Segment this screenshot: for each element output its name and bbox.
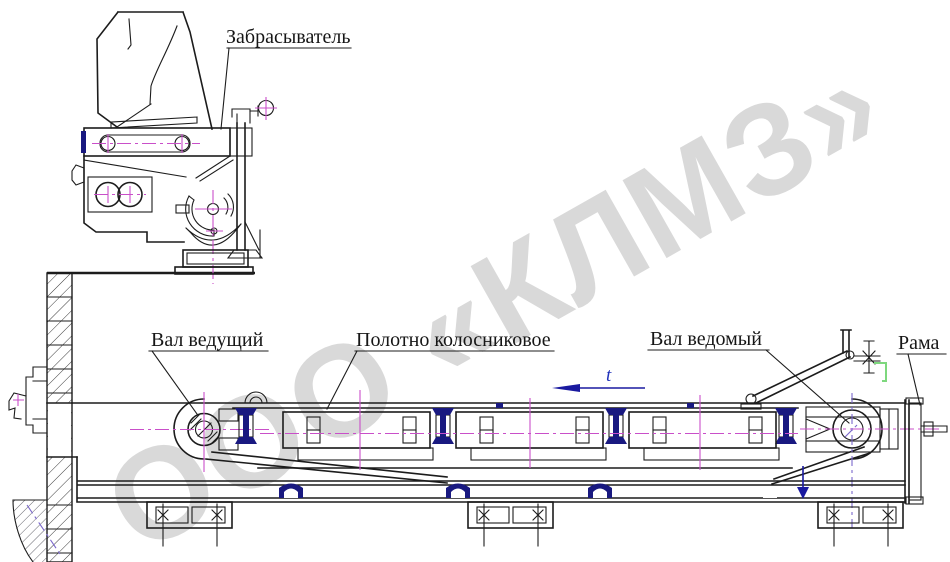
i-beam-roller — [235, 408, 257, 444]
support-foot — [588, 483, 612, 498]
anchor-block — [817, 501, 904, 547]
support-column — [226, 108, 264, 259]
support-foot — [446, 483, 470, 498]
lifting-lug — [244, 391, 268, 404]
leader-frame — [896, 353, 947, 406]
belt-housing-end-cap — [81, 131, 86, 153]
callout-drive-shaft: Вал ведущий — [148, 329, 269, 415]
feeder-belt-housing — [81, 127, 253, 157]
label-frame: Рама — [898, 332, 940, 354]
tension-screw — [920, 421, 948, 437]
anchor-block — [467, 501, 554, 547]
leader-driven-shaft — [647, 349, 850, 424]
wall-bracket — [8, 366, 48, 434]
wall-opening — [48, 403, 71, 457]
machine-base — [174, 249, 254, 275]
ground-hatch — [12, 499, 63, 562]
grate-panel — [282, 411, 434, 461]
anchor-blocks — [146, 501, 904, 547]
wall-course-lines — [46, 296, 73, 554]
belt-direction-arrow: t — [552, 365, 645, 392]
grate-panels — [260, 390, 798, 470]
feeder-machine — [71, 10, 277, 284]
callout-grate-belt: Полотно колосниковое — [326, 329, 555, 410]
hopper — [96, 10, 213, 130]
handwheel — [249, 97, 277, 120]
callout-thrower: Забрасыватель — [220, 26, 352, 130]
label-grate-belt: Полотно колосниковое — [356, 329, 551, 351]
feeder-gearbox — [87, 176, 153, 213]
support-foot — [279, 483, 303, 498]
fixed-support-symbol — [862, 340, 876, 374]
callout-driven-shaft: Вал ведомый — [647, 328, 850, 424]
callout-frame: Рама — [896, 332, 947, 406]
bottom-beam — [76, 456, 906, 503]
support-foot — [763, 488, 777, 498]
i-beam-roller — [432, 408, 454, 444]
end-frame-plate — [904, 397, 948, 505]
leader-drive-shaft — [148, 350, 269, 415]
belt-direction-symbol: t — [606, 365, 612, 386]
section-lines — [359, 390, 701, 470]
feeder-body — [71, 155, 234, 243]
grate-panel — [455, 411, 607, 461]
tensioner-bracket — [874, 362, 887, 382]
conveyor-assembly: t — [71, 329, 948, 547]
i-beam-roller — [775, 408, 797, 444]
callouts: Забрасыватель Вал ведущий Полотно колосн… — [148, 26, 947, 424]
feeder-tray — [110, 116, 198, 129]
company-watermark: ООО «КЛМЗ» — [82, 28, 906, 562]
leader-grate-belt — [326, 350, 555, 410]
bracket-lever — [8, 392, 27, 420]
leader-thrower — [220, 47, 352, 130]
support-feet — [279, 483, 777, 498]
i-beam-roller — [605, 408, 627, 444]
anchor-block — [146, 501, 233, 547]
label-drive-shaft: Вал ведущий — [151, 329, 264, 351]
adjuster-knob — [71, 164, 85, 186]
label-thrower: Забрасыватель — [226, 26, 351, 48]
tension-arm — [740, 329, 887, 410]
thrower-rotor — [175, 190, 242, 284]
gear-right — [117, 181, 143, 208]
grate-panel — [628, 411, 780, 461]
building-wall-section — [46, 271, 255, 562]
label-driven-shaft: Вал ведомый — [650, 328, 762, 350]
idler-rollers — [235, 408, 797, 444]
driven-pulley — [770, 393, 940, 528]
tension-direction-arrow — [797, 466, 809, 499]
